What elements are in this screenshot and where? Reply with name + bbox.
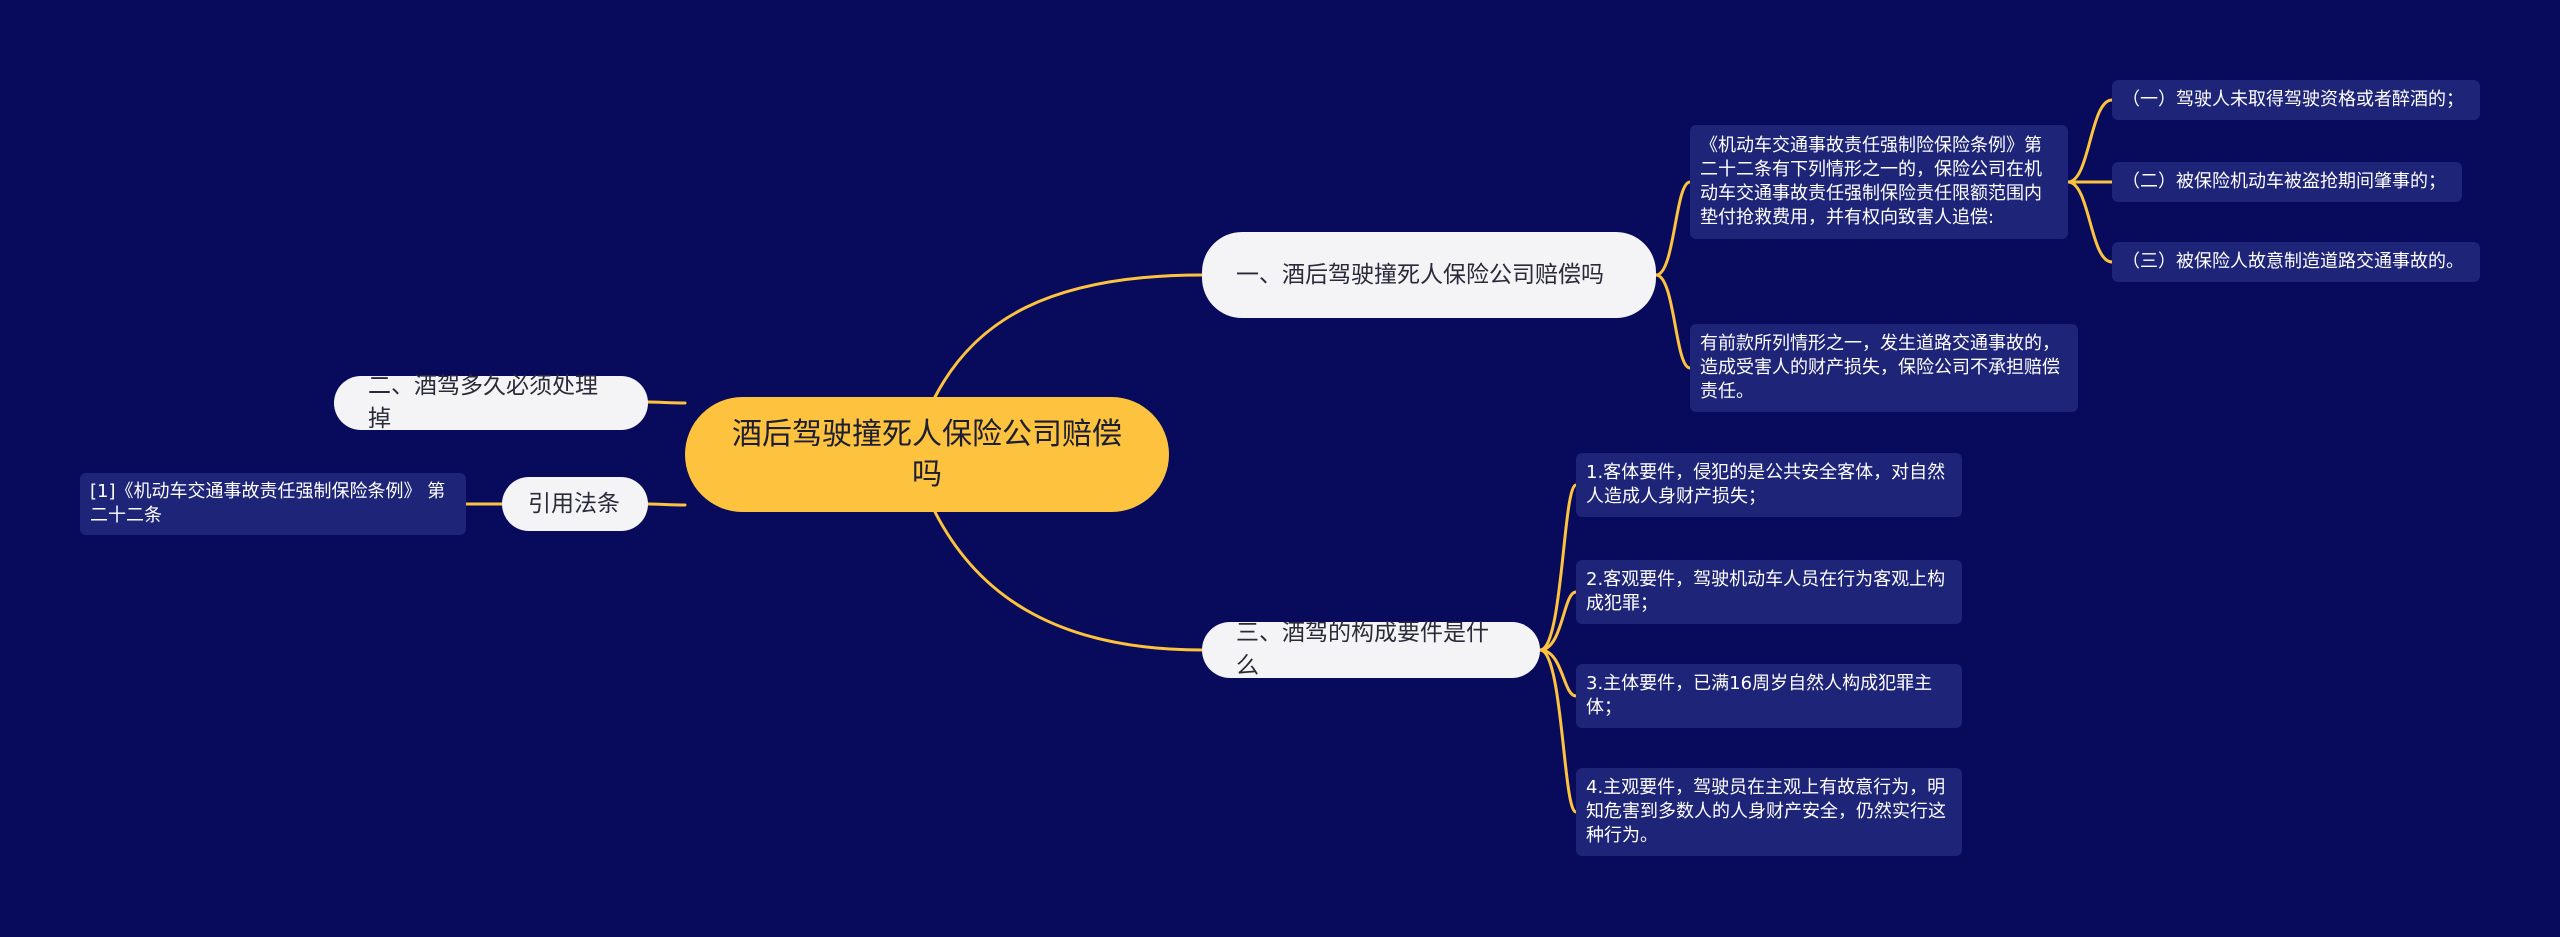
- leaf-cited-article-text: [1]《机动车交通事故责任强制保险条例》 第二十二条: [90, 481, 446, 526]
- branch-insurance-compensation-label: 一、酒后驾驶撞死人保险公司赔偿吗: [1236, 261, 1604, 288]
- leaf-element-subjective-text: 4.主观要件，驾驶员在主观上有故意行为，明知危害到多数人的人身财产安全，仍然实行…: [1586, 777, 1946, 846]
- leaf-sub-1[interactable]: （一）驾驶人未取得驾驶资格或者醉酒的；: [2112, 80, 2480, 120]
- leaf-element-subjective[interactable]: 4.主观要件，驾驶员在主观上有故意行为，明知危害到多数人的人身财产安全，仍然实行…: [1576, 768, 1962, 856]
- link-b4-c2: [1538, 590, 1578, 652]
- root-topic-label: 酒后驾驶撞死人保险公司赔偿吗: [732, 416, 1122, 492]
- link-c1-s3: [2066, 180, 2114, 264]
- branch-drunk-driving-deadline[interactable]: 二、酒驾多久必须处理掉: [334, 373, 648, 432]
- link-root-b1: [933, 273, 1204, 399]
- leaf-element-objective-text: 2.客观要件，驾驶机动车人员在行为客观上构成犯罪；: [1586, 569, 1946, 614]
- link-b4-c1: [1538, 483, 1578, 652]
- link-b4-c3: [1538, 648, 1578, 698]
- link-b1-c2: [1654, 273, 1692, 370]
- leaf-article-22[interactable]: 《机动车交通事故责任强制险保险条例》第二十二条有下列情形之一的，保险公司在机动车…: [1690, 125, 2068, 239]
- leaf-element-objective[interactable]: 2.客观要件，驾驶机动车人员在行为客观上构成犯罪；: [1576, 560, 1962, 624]
- link-c1-s1: [2066, 98, 2114, 184]
- leaf-sub-2-text: （二）被保险机动车被盗抢期间肇事的；: [2122, 171, 2446, 192]
- link-root-b4: [933, 510, 1204, 652]
- link-root-b3: [646, 502, 687, 507]
- leaf-element-object-text: 1.客体要件，侵犯的是公共安全客体，对自然人造成人身财产损失；: [1586, 462, 1946, 507]
- branch-cited-articles[interactable]: 引用法条: [502, 477, 648, 531]
- leaf-no-property-compensation-text: 有前款所列情形之一，发生道路交通事故的，造成受害人的财产损失，保险公司不承担赔偿…: [1700, 333, 2060, 402]
- leaf-sub-2[interactable]: （二）被保险机动车被盗抢期间肇事的；: [2112, 162, 2462, 202]
- leaf-sub-1-text: （一）驾驶人未取得驾驶资格或者醉酒的；: [2122, 89, 2464, 110]
- branch-drunk-driving-deadline-label: 二、酒驾多久必须处理掉: [368, 373, 598, 432]
- link-root-b2: [646, 400, 687, 405]
- leaf-sub-3[interactable]: （三）被保险人故意制造道路交通事故的。: [2112, 242, 2480, 282]
- leaf-sub-3-text: （三）被保险人故意制造道路交通事故的。: [2122, 251, 2464, 272]
- branch-constituent-elements-label: 三、酒驾的构成要件是什么: [1236, 620, 1489, 679]
- leaf-element-subject-text: 3.主体要件，已满16周岁自然人构成犯罪主体；: [1586, 673, 1933, 718]
- leaf-no-property-compensation[interactable]: 有前款所列情形之一，发生道路交通事故的，造成受害人的财产损失，保险公司不承担赔偿…: [1690, 324, 2078, 412]
- leaf-cited-article[interactable]: [1]《机动车交通事故责任强制保险条例》 第二十二条: [80, 473, 466, 535]
- leaf-element-subject[interactable]: 3.主体要件，已满16周岁自然人构成犯罪主体；: [1576, 664, 1962, 728]
- link-b1-c1: [1654, 180, 1692, 277]
- leaf-element-object[interactable]: 1.客体要件，侵犯的是公共安全客体，对自然人造成人身财产损失；: [1576, 453, 1962, 517]
- link-b4-c4: [1538, 648, 1578, 814]
- leaf-article-22-text: 《机动车交通事故责任强制险保险条例》第二十二条有下列情形之一的，保险公司在机动车…: [1700, 135, 2042, 228]
- branch-cited-articles-label: 引用法条: [528, 490, 620, 517]
- root-topic[interactable]: 酒后驾驶撞死人保险公司赔偿吗: [685, 397, 1169, 512]
- branch-insurance-compensation[interactable]: 一、酒后驾驶撞死人保险公司赔偿吗: [1202, 232, 1656, 318]
- branch-constituent-elements[interactable]: 三、酒驾的构成要件是什么: [1202, 620, 1540, 679]
